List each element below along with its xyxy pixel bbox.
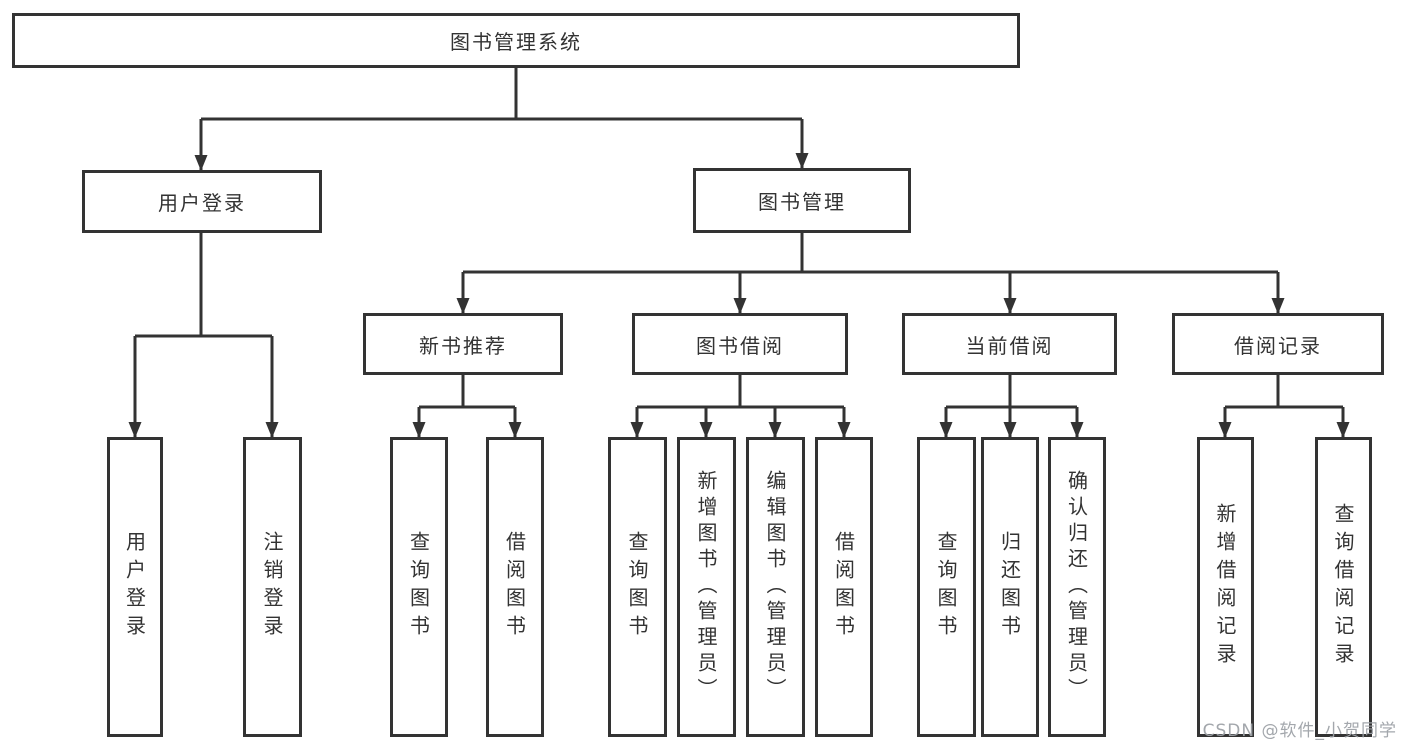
leaf-nb-borrow-label: 借阅图书: [502, 531, 527, 643]
node-user-login: 用户登录: [82, 170, 322, 233]
leaf-br-query: 查询借阅记录: [1315, 437, 1372, 737]
leaf-bb-borrow: 借阅图书: [815, 437, 873, 737]
leaf-nb-query-label: 查询图书: [406, 531, 431, 643]
leaf-user-login-label: 用户登录: [122, 531, 147, 643]
leaf-br-query-label: 查询借阅记录: [1331, 503, 1355, 671]
node-current-borrow-label: 当前借阅: [965, 333, 1054, 358]
node-book-borrow: 图书借阅: [632, 313, 848, 375]
csdn-watermark: CSDN @软件_小贺同学: [1202, 721, 1397, 741]
leaf-cb-query-label: 查询图书: [934, 531, 958, 643]
leaf-nb-query: 查询图书: [390, 437, 448, 737]
node-root: 图书管理系统: [12, 13, 1020, 68]
node-book-mgmt: 图书管理: [693, 168, 911, 233]
leaf-br-add: 新增借阅记录: [1197, 437, 1254, 737]
leaf-logout-label: 注销登录: [260, 531, 284, 643]
leaf-bb-edit: 编辑图书（管理员）: [746, 437, 805, 737]
leaf-bb-query-label: 查询图书: [625, 531, 649, 643]
node-borrow-records-label: 借阅记录: [1234, 333, 1322, 358]
leaf-cb-return: 归还图书: [981, 437, 1039, 737]
node-book-borrow-label: 图书借阅: [696, 333, 784, 358]
leaf-cb-confirm-label: 确认归还（管理员）: [1064, 470, 1089, 704]
leaf-nb-borrow: 借阅图书: [486, 437, 544, 737]
leaf-cb-query: 查询图书: [917, 437, 976, 737]
leaf-user-login: 用户登录: [107, 437, 163, 737]
leaf-bb-edit-label: 编辑图书（管理员）: [763, 470, 787, 704]
node-borrow-records: 借阅记录: [1172, 313, 1384, 375]
node-root-label: 图书管理系统: [450, 30, 582, 54]
node-user-login-label: 用户登录: [158, 191, 246, 215]
leaf-br-add-label: 新增借阅记录: [1213, 503, 1237, 671]
node-new-books-label: 新书推荐: [419, 333, 507, 358]
leaf-bb-add-label: 新增图书（管理员）: [694, 470, 718, 704]
node-new-books: 新书推荐: [363, 313, 563, 375]
leaf-logout: 注销登录: [243, 437, 302, 737]
leaf-cb-return-label: 归还图书: [997, 531, 1022, 643]
leaf-bb-add: 新增图书（管理员）: [677, 437, 736, 737]
leaf-bb-borrow-label: 借阅图书: [831, 531, 856, 643]
node-book-mgmt-label: 图书管理: [758, 190, 846, 214]
leaf-bb-query: 查询图书: [608, 437, 667, 737]
node-current-borrow: 当前借阅: [902, 313, 1117, 375]
leaf-cb-confirm: 确认归还（管理员）: [1048, 437, 1106, 737]
